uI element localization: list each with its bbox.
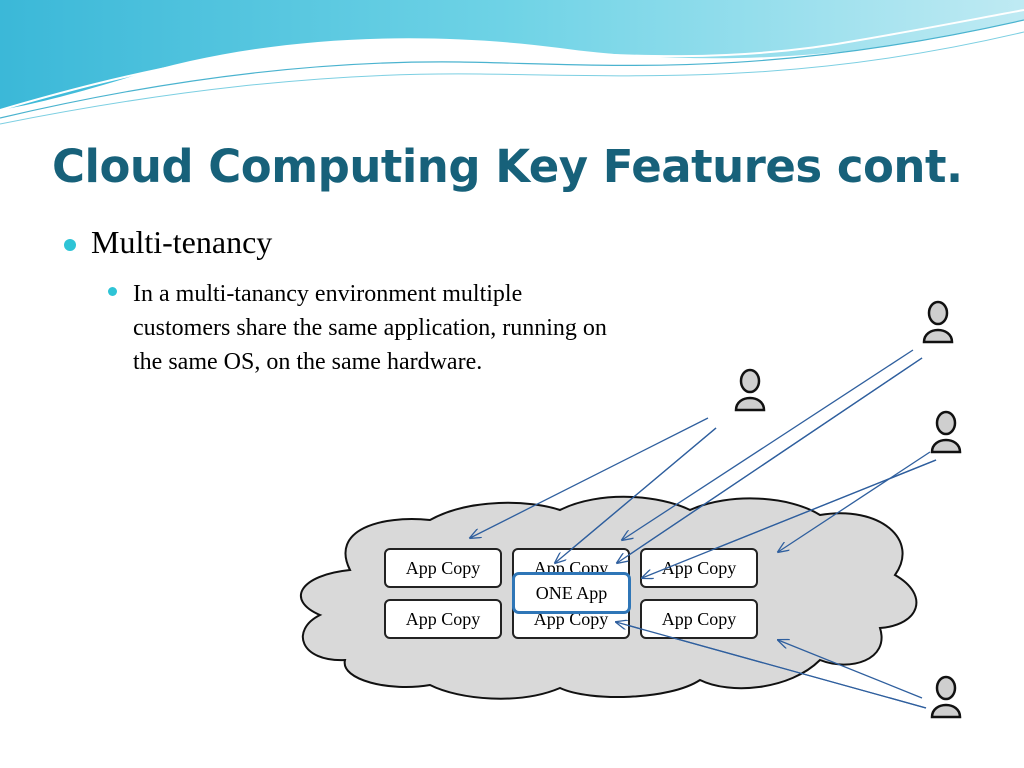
user-icon bbox=[930, 675, 962, 719]
one-app-box: ONE App bbox=[512, 572, 631, 614]
user-icon bbox=[922, 300, 954, 344]
header-wave-decoration bbox=[0, 0, 1024, 125]
app-copy-box: App Copy bbox=[640, 548, 758, 588]
bullet-multi-tenancy: Multi-tenancy bbox=[64, 224, 272, 261]
app-copy-box: App Copy bbox=[640, 599, 758, 639]
sub-bullet-description: In a multi-tanancy environment multiple … bbox=[108, 277, 613, 379]
bullet-dot bbox=[108, 287, 117, 296]
bullet-text: Multi-tenancy bbox=[91, 224, 273, 260]
slide-title: Cloud Computing Key Features cont. bbox=[52, 140, 963, 193]
app-copy-box: App Copy bbox=[384, 599, 502, 639]
user-icon bbox=[930, 410, 962, 454]
sub-bullet-text: In a multi-tanancy environment multiple … bbox=[133, 281, 607, 375]
user-icon bbox=[734, 368, 766, 412]
app-copy-box: App Copy bbox=[384, 548, 502, 588]
bullet-dot bbox=[64, 239, 76, 251]
